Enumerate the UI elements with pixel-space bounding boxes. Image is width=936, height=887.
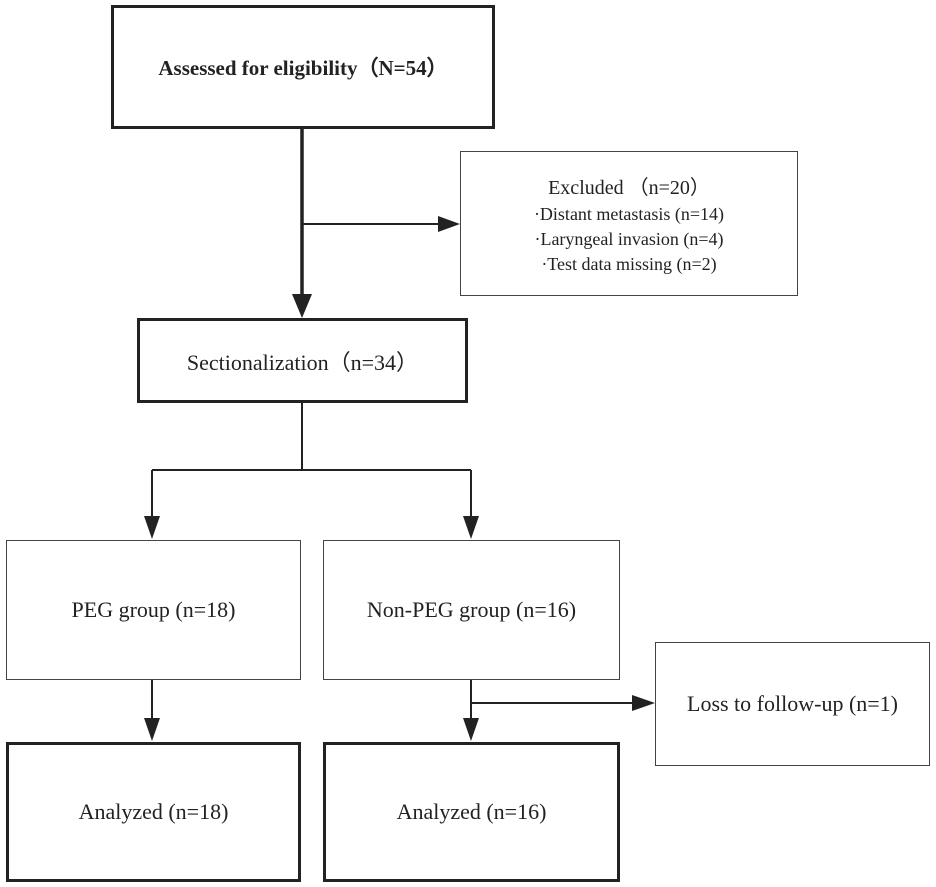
arrowhead-excluded: [438, 216, 460, 232]
excluded-item-distant-metastasis: ·Distant metastasis (n=14): [533, 203, 725, 224]
arrowhead-analyzed-non-peg: [463, 718, 479, 741]
peg-group-label: PEG group (n=18): [71, 597, 236, 622]
excluded-item-test-data-missing: ·Test data missing (n=2): [541, 253, 717, 274]
peg-group-box: PEG group (n=18): [6, 540, 301, 680]
non-peg-group-label: Non-PEG group (n=16): [366, 597, 577, 622]
analyzed-peg-box: Analyzed (n=18): [6, 742, 301, 882]
arrowhead-peg: [144, 516, 160, 539]
excluded-title: Excluded （n=20）: [548, 176, 710, 199]
sectionalization-box: Sectionalization（n=34）: [137, 318, 468, 403]
non-peg-group-box: Non-PEG group (n=16): [323, 540, 620, 680]
loss-to-follow-up-label: Loss to follow-up (n=1): [687, 691, 898, 716]
assessed-label: Assessed for eligibility（N=54）: [158, 56, 448, 80]
arrowhead-sectionalization: [292, 294, 312, 318]
analyzed-non-peg-label: Analyzed (n=16): [396, 799, 547, 824]
loss-to-follow-up-box: Loss to follow-up (n=1): [655, 642, 930, 766]
sectionalization-label: Sectionalization（n=34）: [186, 349, 419, 375]
arrowhead-non-peg: [463, 516, 479, 539]
analyzed-non-peg-box: Analyzed (n=16): [323, 742, 620, 882]
analyzed-peg-label: Analyzed (n=18): [78, 799, 229, 824]
arrowhead-loss: [632, 695, 655, 711]
assessed-box: Assessed for eligibility（N=54）: [111, 5, 495, 129]
arrowhead-analyzed-peg: [144, 718, 160, 741]
excluded-item-laryngeal-invasion: ·Laryngeal invasion (n=4): [534, 228, 724, 249]
excluded-box: Excluded （n=20） ·Distant metastasis (n=1…: [460, 151, 798, 296]
